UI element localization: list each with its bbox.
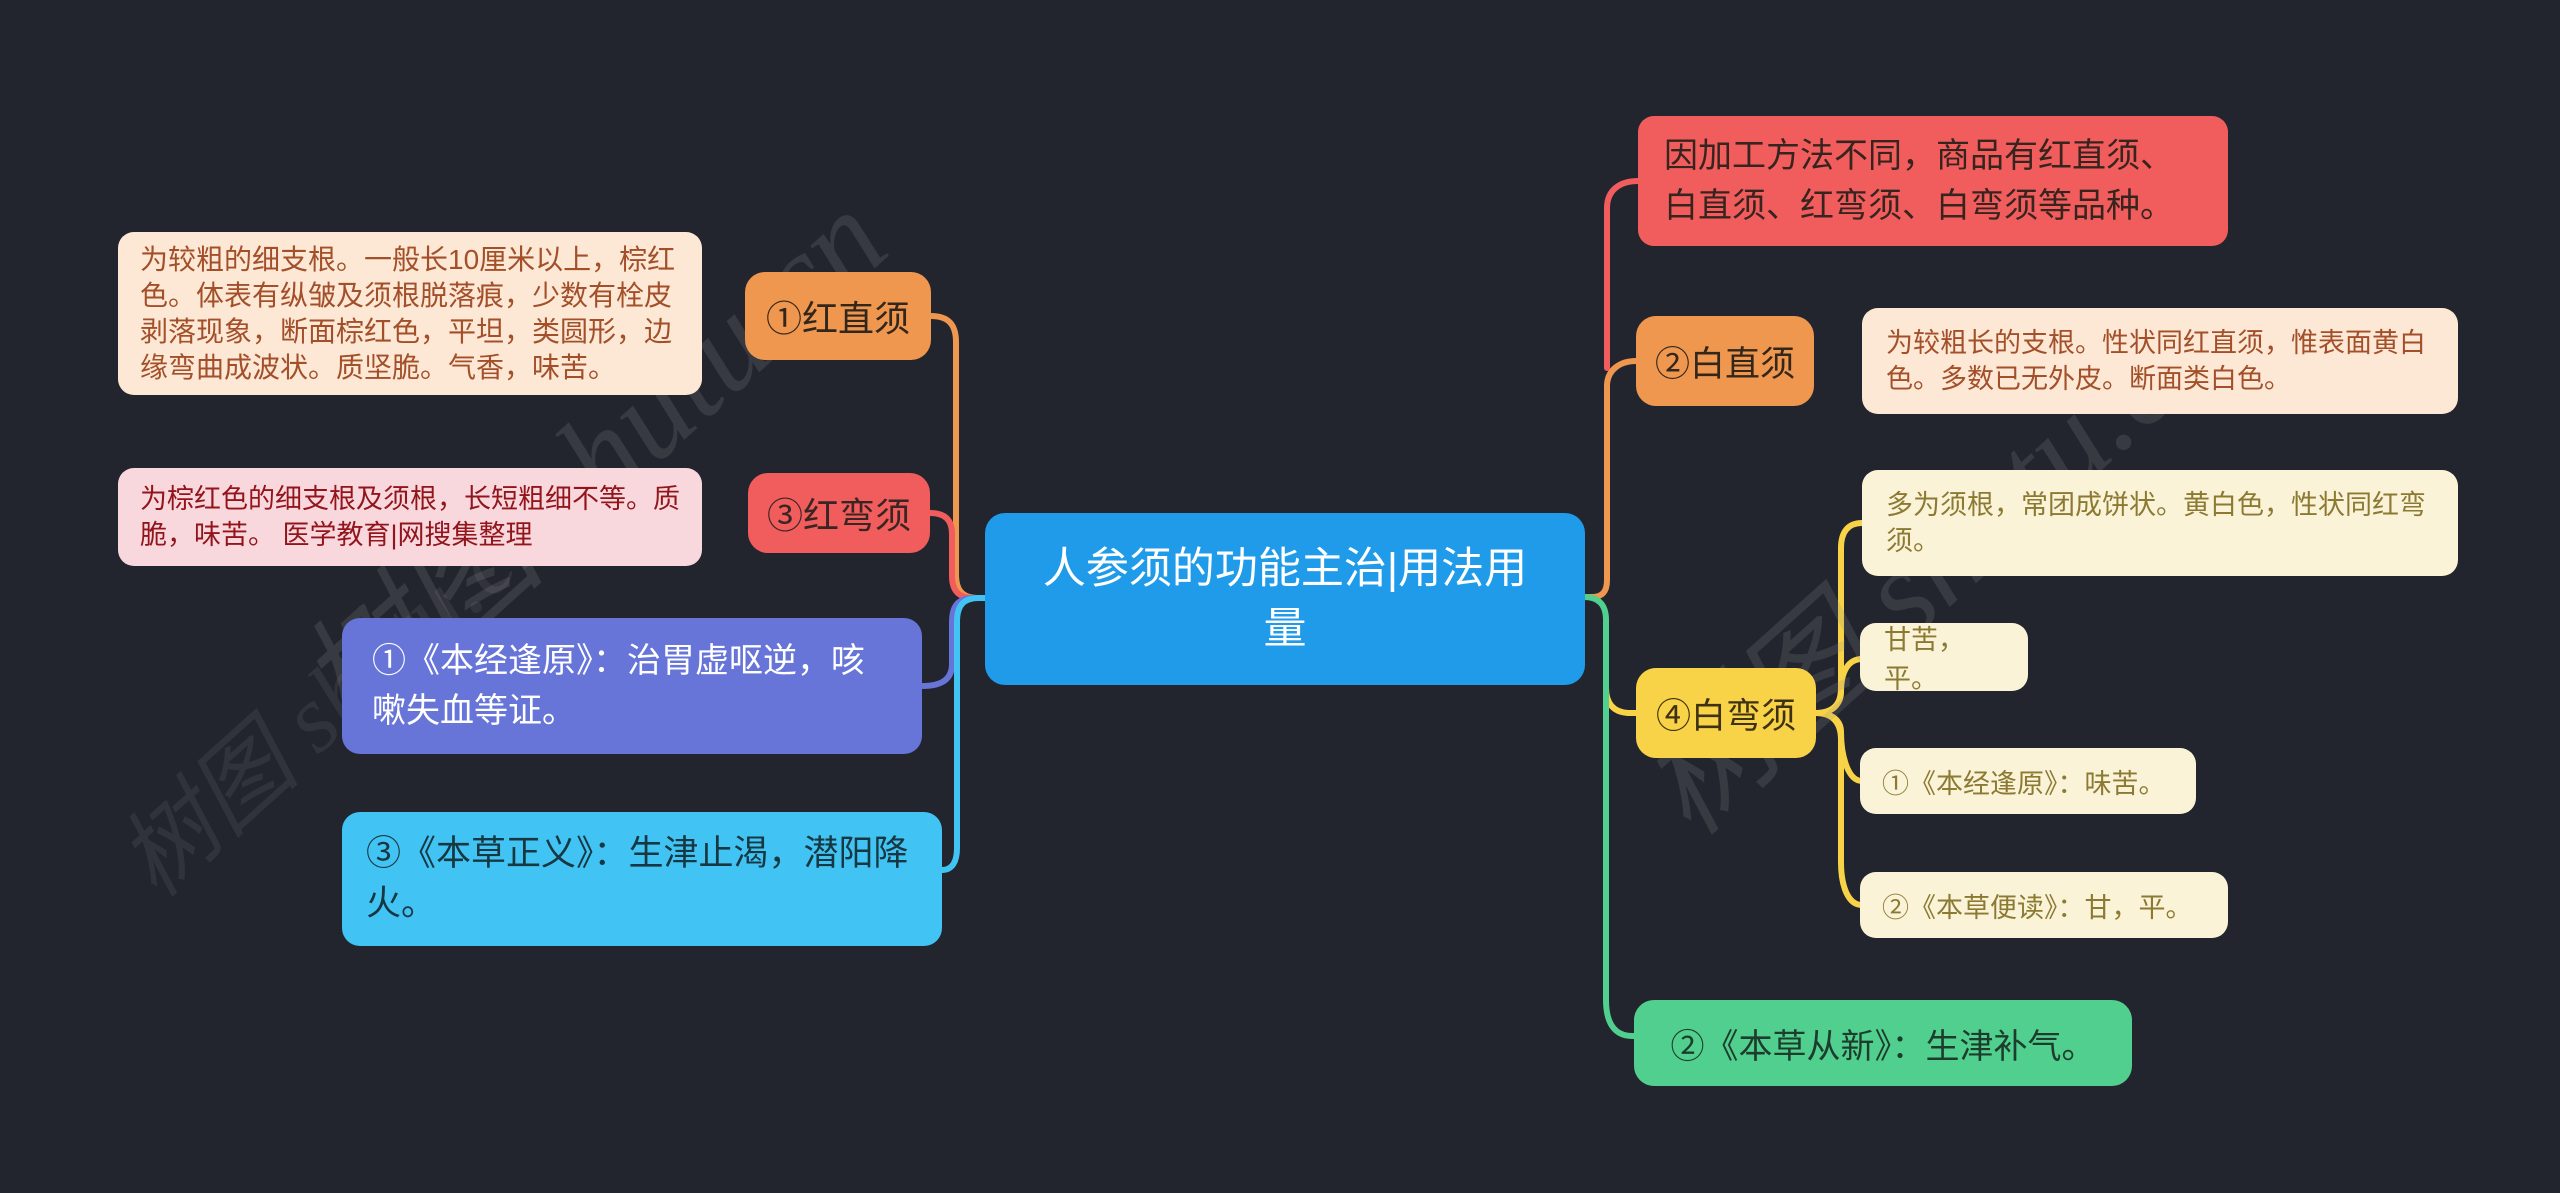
branch-white-curved[interactable]: ④白弯须 [1636,668,1816,758]
detail-white-straight[interactable]: 为较粗长的支根。性状同红直须，惟表面黄白色。多数已无外皮。断面类白色。 [1862,308,2458,414]
central-topic-label: 人参须的功能主治|用法用量 [1042,545,1528,653]
connector-note-green [1581,594,1637,1039]
connector-yellow-detail2 [1813,656,1865,716]
detail-white-curved-text: 多为须根，常团成饼状。黄白色，性状同红弯须。 [1886,490,2426,556]
branch-white-straight[interactable]: ②白直须 [1636,316,1814,406]
detail-red-curved-text: 为棕红色的细支根及须根，长短粗细不等。质脆，味苦。 医学教育|网搜集整理 [140,484,680,550]
detail-taste-text: 甘苦，平。 [1884,625,1965,694]
note-benjingfengyuan-right-text: ①《本经逢原》：味苦。 [1882,768,2166,799]
connector-white-straight [1581,358,1639,600]
note-bencaobiandu[interactable]: ②《本草便读》：甘，平。 [1860,872,2228,938]
detail-red-curved[interactable]: 为棕红色的细支根及须根，长短粗细不等。质脆，味苦。 医学教育|网搜集整理 [118,468,702,566]
detail-white-curved[interactable]: 多为须根，常团成饼状。黄白色，性状同红弯须。 [1862,470,2458,576]
detail-red-straight[interactable]: 为较粗的细支根。一般长10厘米以上，棕红色。体表有纵皱及须根脱落痕，少数有栓皮剥… [118,232,702,395]
note-benjingfengyuan-right[interactable]: ①《本经逢原》：味苦。 [1860,748,2196,814]
detail-red-straight-text: 为较粗的细支根。一般长10厘米以上，棕红色。体表有纵皱及须根脱落痕，少数有栓皮剥… [140,243,676,383]
branch-red-straight-label: ①红直须 [765,298,910,339]
connector-yellow-detail4 [1813,710,1865,908]
connector-red-straight [928,313,989,601]
branch-white-curved-label: ④白弯须 [1655,696,1796,736]
branch-white-straight-label: ②白直须 [1654,344,1795,384]
connector-white-curved [1603,685,1639,716]
note-bencaozhengyi[interactable]: ③《本草正义》：生津止渴，潜阳降火。 [342,812,942,946]
detail-processing-intro-text: 因加工方法不同，商品有红直须、白直须、红弯须、白弯须等品种。 [1664,137,2174,225]
central-topic[interactable]: 人参须的功能主治|用法用量 [985,513,1585,685]
note-bencaozhengyi-text: ③《本草正义》：生津止渴，潜阳降火。 [366,834,909,923]
detail-taste[interactable]: 甘苦，平。 [1860,623,2028,694]
connector-intro-red [1604,178,1641,371]
detail-white-straight-text: 为较粗长的支根。性状同红直须，惟表面黄白色。多数已无外皮。断面类白色。 [1886,328,2426,394]
branch-red-curved[interactable]: ③红弯须 [748,473,930,553]
note-bencaobiandu-text: ②《本草便读》：甘，平。 [1882,892,2193,923]
branch-red-straight[interactable]: ①红直须 [745,272,931,360]
note-bencaocongxin[interactable]: ②《本草从新》：生津补气。 [1634,1000,2132,1086]
connector-note-lightblue [939,595,989,873]
branch-red-curved-label: ③红弯须 [766,495,911,536]
note-benjingfengyuan-left-text: ①《本经逢原》：治胃虚呕逆，咳嗽失血等证。 [372,642,865,730]
note-bencaocongxin-text: ②《本草从新》：生津补气。 [1670,1027,2096,1066]
note-benjingfengyuan-left[interactable]: ①《本经逢原》：治胃虚呕逆，咳嗽失血等证。 [342,618,922,754]
detail-processing-intro[interactable]: 因加工方法不同，商品有红直须、白直须、红弯须、白弯须等品种。 [1638,116,2228,246]
